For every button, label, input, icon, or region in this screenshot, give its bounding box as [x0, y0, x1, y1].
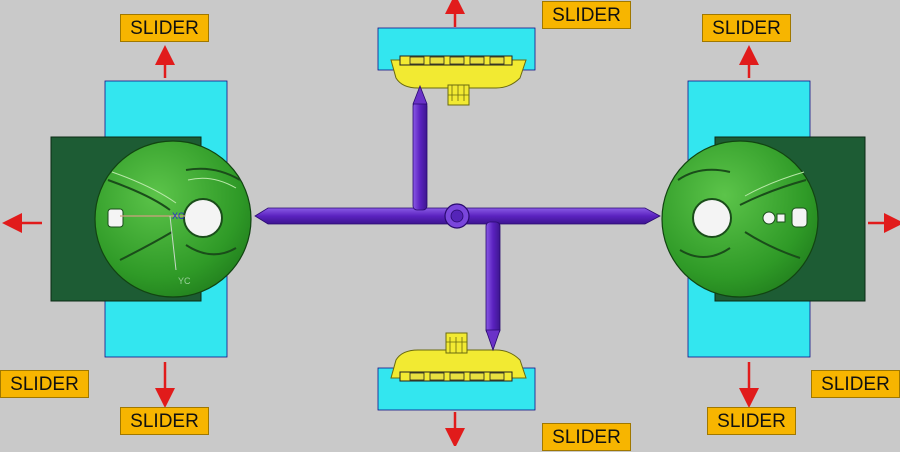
right-slider-assembly: [661, 80, 866, 358]
top-insert-cavities: [409, 56, 505, 65]
right-part-rib: [744, 231, 801, 259]
bottom-insert-part: [390, 349, 527, 379]
bottom-gate: [485, 329, 501, 352]
right-part-rib: [679, 247, 731, 258]
left-part-rib: [185, 167, 241, 181]
bottom-sub-runner: [485, 221, 501, 335]
bottom-sprue-tab: [445, 332, 468, 354]
slider-label-top-center: SLIDER: [542, 1, 631, 29]
left-part-slot: [107, 208, 124, 228]
slider-label-left-bottom: SLIDER: [0, 370, 89, 398]
right-part-rib: [739, 179, 807, 206]
left-part-rib: [185, 244, 237, 256]
right-part-slot: [791, 207, 808, 228]
left-slider-assembly: XC YC: [50, 80, 252, 358]
slider-label-top-right: SLIDER: [702, 14, 791, 42]
right-part-small-feature: [762, 211, 776, 225]
bottom-insert-assembly: [377, 332, 536, 411]
slider-label-bottom-right: SLIDER: [707, 407, 796, 435]
slider-label-top-left: SLIDER: [120, 14, 209, 42]
left-part-hole: [183, 198, 223, 238]
right-part-rib: [677, 168, 731, 181]
left-part-rib: [119, 231, 173, 261]
slider-label-bottom-left: SLIDER: [120, 407, 209, 435]
right-part-hole: [692, 198, 732, 238]
top-insert-part: [390, 59, 527, 89]
slider-label-bottom-center: SLIDER: [542, 423, 631, 451]
xc-axis-label: XC: [172, 211, 185, 221]
left-part-rib: [107, 179, 171, 211]
top-sub-runner: [412, 101, 428, 211]
bottom-insert-cavities: [409, 372, 505, 381]
runner-system: [254, 84, 661, 352]
top-gate: [412, 84, 428, 105]
yc-axis-label: YC: [178, 276, 191, 286]
top-insert-assembly: [377, 27, 536, 106]
slider-label-right-bottom: SLIDER: [811, 370, 900, 398]
